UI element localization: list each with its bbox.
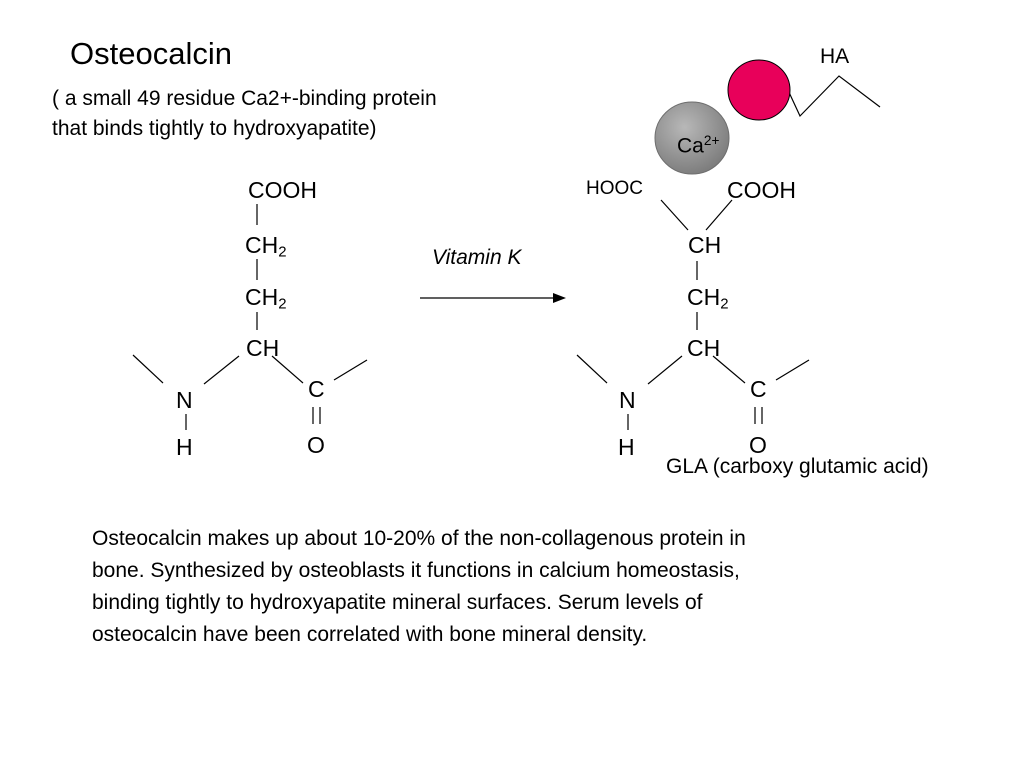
right-h-label: H (618, 434, 635, 460)
bond-ch-c (712, 355, 746, 384)
left-c-label: C (308, 376, 325, 402)
right-o-label: O (749, 432, 767, 458)
left-ch2-label-b: CH2 (245, 284, 287, 313)
right-n-label: N (619, 387, 636, 413)
right-cooh-label: COOH (727, 177, 796, 203)
right-ch-label: CH (687, 335, 721, 361)
bond-cooh-ch (705, 199, 733, 231)
right-c-label: C (750, 376, 767, 402)
gla-caption: GLA (carboxy glutamic acid) (666, 455, 929, 478)
right-ch-top-label: CH (688, 232, 722, 258)
left-ch-label: CH (246, 335, 280, 361)
ha-label: HA (820, 45, 850, 68)
left-ch2-label-a: CH2 (245, 232, 287, 261)
paragraph-line-4: osteocalcin have been correlated with bo… (92, 623, 648, 646)
reaction-arrow (420, 293, 566, 303)
left-o-label: O (307, 432, 325, 458)
left-bonds (132, 204, 368, 430)
left-h-label: H (176, 434, 193, 460)
description-paragraph: Osteocalcin makes up about 10-20% of the… (92, 523, 912, 651)
bond-n-chain (576, 354, 608, 384)
calcium-label: Ca2+ (677, 133, 720, 158)
bond-hooc-ch (660, 199, 689, 231)
ha-ball (727, 59, 791, 121)
right-ch2-label: CH2 (687, 284, 729, 313)
bond-ch-c (271, 355, 304, 384)
bond-c-chain (775, 359, 810, 381)
bond-ch-n (647, 355, 683, 385)
calcium-ball (654, 101, 730, 175)
bond-n-chain (132, 354, 164, 384)
right-bonds (576, 199, 810, 430)
bond-ch-n (203, 355, 240, 385)
left-n-label: N (176, 387, 193, 413)
paragraph-line-1: Osteocalcin makes up about 10-20% of the… (92, 527, 746, 550)
subtitle-line-2: that binds tightly to hydroxyapatite) (52, 117, 377, 140)
paragraph-line-2: bone. Synthesized by osteoblasts it func… (92, 559, 740, 582)
vitamin-k-label: Vitamin K (432, 246, 522, 269)
bond-c-chain (333, 359, 368, 381)
page-title: Osteocalcin (70, 36, 232, 71)
paragraph-line-3: binding tightly to hydroxyapatite minera… (92, 591, 703, 614)
ha-chain (786, 75, 881, 118)
subtitle-line-1: ( a small 49 residue Ca2+-binding protei… (52, 87, 437, 110)
right-hooc-label: HOOC (586, 178, 643, 199)
left-cooh-label: COOH (248, 177, 317, 203)
